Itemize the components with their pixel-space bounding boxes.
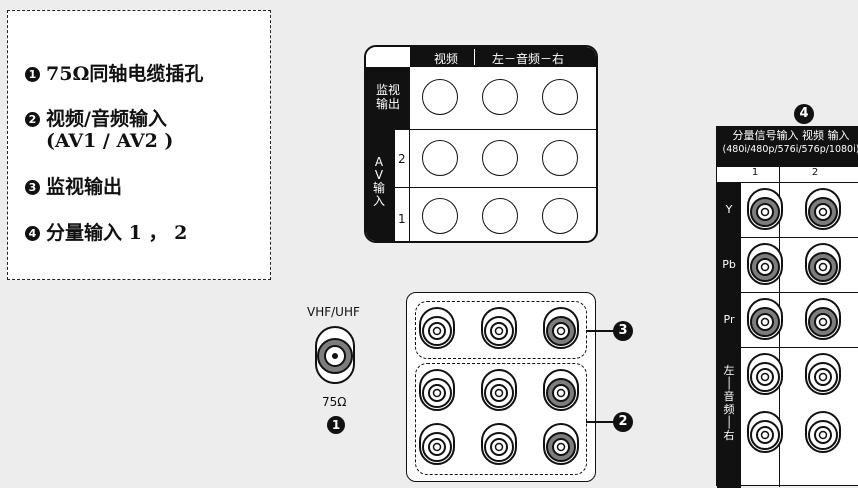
header-divider — [474, 49, 475, 65]
badge-3-icon: 3 — [613, 321, 633, 341]
monitor-video-jack — [422, 79, 458, 115]
row-number-column: 2 1 — [394, 130, 410, 241]
coax-jack-icon — [315, 326, 355, 384]
monitor-out-label: 监视 输出 — [375, 83, 400, 111]
row-label-pr: Pr — [717, 293, 741, 347]
component-rca-jack-col1 — [746, 410, 784, 454]
component-rca-jack-col1 — [746, 297, 784, 341]
badge-2-icon: 2 — [25, 112, 40, 127]
legend-item-av-input: 2 视频/音频输入 — [25, 108, 167, 131]
badge-1-icon: 1 — [327, 416, 345, 434]
component-col-1-label: 1 — [751, 167, 759, 178]
badge-4-icon: 4 — [794, 104, 814, 124]
monitor-audio-left-jack — [482, 79, 518, 115]
row-label-y: Y — [717, 183, 741, 237]
component-rca-jack-col2 — [804, 297, 842, 341]
av-input-rca-jack — [480, 422, 518, 466]
av-jack-table: 视频 左－音频－右 监视 输出 A V 输 入 2 1 — [364, 45, 598, 243]
monitor-out-rca-jack — [542, 306, 580, 350]
av1-audio-right-jack — [542, 198, 578, 234]
monitor-out-side: 监视 输出 — [366, 67, 410, 129]
av1-video-jack — [422, 198, 458, 234]
legend-text: 75Ω同轴电缆插孔 — [46, 63, 204, 85]
component-header: 分量信号输入 视频 输入 (480i/480p/576i/576p/1080i) — [717, 127, 858, 167]
header-video: 视频 — [434, 52, 459, 66]
legend-item-monitor: 3 监视输出 — [25, 176, 122, 199]
badge-3-icon: 3 — [25, 180, 40, 195]
av-input-group — [415, 363, 587, 475]
component-rca-jack-col1 — [746, 187, 784, 231]
row-divider — [394, 187, 596, 188]
badge-2-icon: 2 — [613, 412, 633, 432]
row-label-audio: 左 │ 音 频 │ 右 — [717, 348, 741, 488]
row-1-label: 1 — [398, 212, 406, 226]
component-rca-jack-col1 — [746, 352, 784, 396]
monitor-out-rca-jack — [480, 306, 518, 350]
legend-text: 监视输出 — [46, 176, 123, 198]
component-header-title: 分量信号输入 视频 输入 — [732, 129, 850, 142]
callout-line — [586, 330, 616, 332]
row-divider — [717, 237, 858, 238]
component-rca-jack-col2 — [804, 187, 842, 231]
component-rca-jack-col2 — [804, 352, 842, 396]
component-header-formats: (480i/480p/576i/576p/1080i) — [722, 144, 858, 155]
vhf-uhf-label: VHF/UHF — [307, 305, 360, 319]
av-input-rca-jack — [418, 422, 456, 466]
legend-item-component: 4 分量输入 1 ， 2 — [25, 222, 187, 245]
component-col-2-label: 2 — [811, 167, 819, 178]
av-table-header: 视频 左－音频－右 — [410, 47, 596, 67]
ohm-label: 75Ω — [322, 395, 347, 409]
row-divider — [717, 347, 858, 348]
legend-box: 1 75Ω同轴电缆插孔 2 视频/音频输入 (AV1 / AV2 ) 3 监视输出 4… — [7, 10, 271, 280]
row-divider — [366, 129, 596, 130]
legend-text: 视频/音频输入 — [46, 108, 167, 130]
row-divider — [717, 182, 858, 183]
monitor-audio-right-jack — [542, 79, 578, 115]
av2-audio-left-jack — [482, 140, 518, 176]
av-in-side: A V 输 入 — [366, 130, 394, 241]
legend-text: (AV1 / AV2 ) — [46, 130, 174, 152]
legend-item-av-sub: (AV1 / AV2 ) — [46, 130, 173, 153]
av-input-rca-jack — [542, 422, 580, 466]
legend-item-coax: 1 75Ω同轴电缆插孔 — [25, 63, 203, 86]
av1-audio-left-jack — [482, 198, 518, 234]
legend-text: 分量输入 1 ， 2 — [46, 222, 188, 244]
header-audio: 左－音频－右 — [492, 52, 565, 66]
component-rca-jack-col1 — [746, 242, 784, 286]
av-input-rca-jack — [418, 368, 456, 412]
component-rca-jack-col2 — [804, 410, 842, 454]
coax-jack — [310, 325, 360, 385]
monitor-out-rca-jack — [418, 306, 456, 350]
av2-audio-right-jack — [542, 140, 578, 176]
row-label-pb: Pb — [717, 238, 741, 292]
av2-video-jack — [422, 140, 458, 176]
component-rca-jack-col2 — [804, 242, 842, 286]
av-input-rca-jack — [542, 368, 580, 412]
row-divider — [717, 292, 858, 293]
av-input-rca-jack — [480, 368, 518, 412]
badge-1-icon: 1 — [25, 67, 40, 82]
callout-line — [586, 421, 616, 423]
av-in-label: A V 输 入 — [373, 155, 386, 208]
row-2-label: 2 — [398, 152, 406, 166]
badge-4-icon: 4 — [25, 226, 40, 241]
